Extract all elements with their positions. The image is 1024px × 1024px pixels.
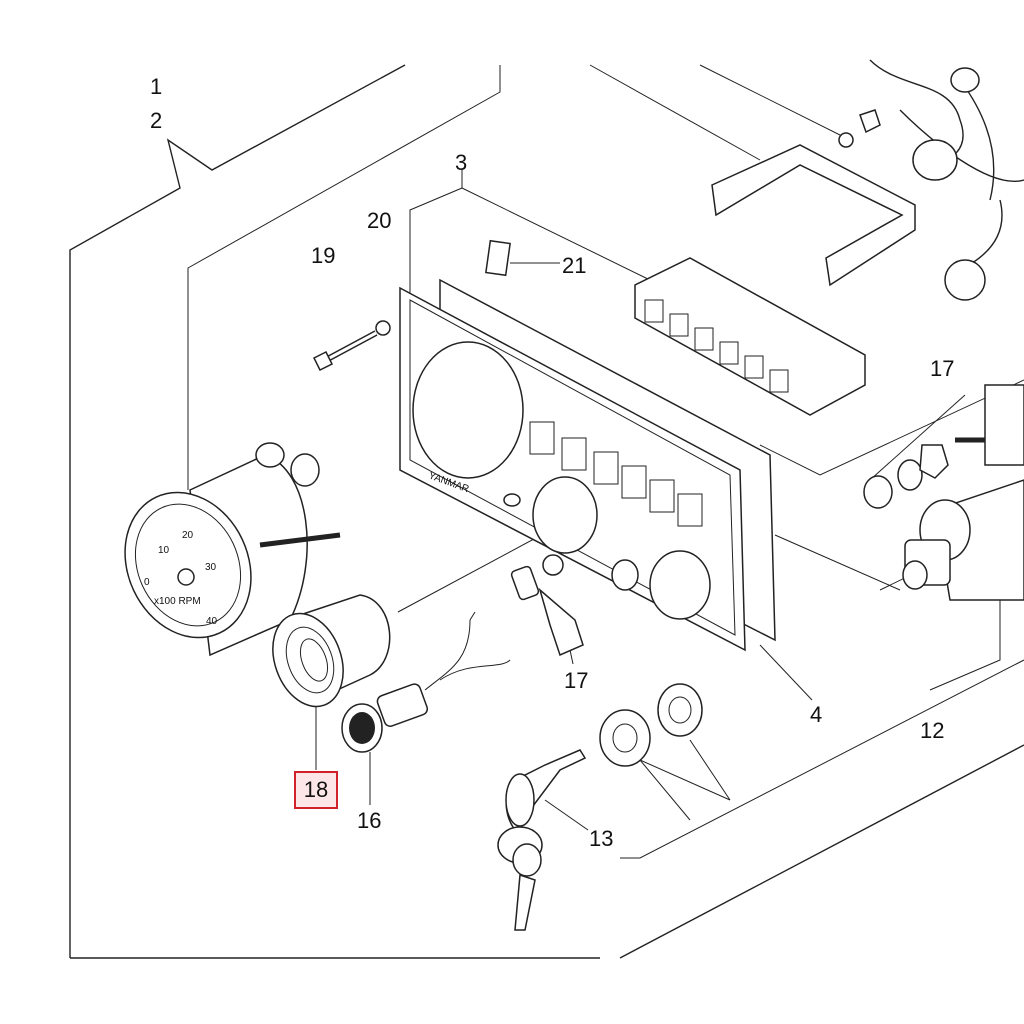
label-17-right: 17: [930, 356, 954, 381]
leader-nuts-b: [689, 739, 731, 801]
gauge-tick-20: 20: [182, 530, 194, 541]
panel-switch-hole: [649, 550, 711, 620]
washer-20: [375, 320, 391, 336]
leader-nuts: [639, 759, 731, 801]
buzzer-18: [272, 594, 391, 708]
panel-lamp-hole: [503, 493, 521, 507]
label-21: 21: [562, 253, 586, 278]
gauge-tick-40: 40: [206, 616, 218, 627]
frame-diagonal: [619, 744, 1024, 959]
label-12: 12: [920, 718, 944, 743]
assembly-frame: [69, 64, 406, 958]
leader-17b: [569, 649, 574, 665]
panel-inner-edge: [409, 299, 736, 636]
tachometer: 10 20 30 0 40 x100 RPM: [124, 442, 341, 657]
leader-panel-right: [774, 534, 901, 591]
leader-13: [544, 799, 589, 831]
lockwasher-17: [897, 459, 923, 491]
toggle-switch: [984, 384, 1024, 466]
bracket: [711, 144, 916, 287]
nut-top: [859, 109, 881, 134]
leader-17-r: [869, 394, 966, 481]
label-19: 19: [311, 243, 335, 268]
label-16: 16: [357, 808, 381, 833]
highlighted-part-label-18[interactable]: 18: [294, 771, 338, 809]
leader-17-right: [759, 379, 1024, 476]
keys-13: [497, 749, 587, 931]
label-4: 4: [810, 702, 822, 727]
gauge-unit: x100 RPM: [154, 596, 201, 607]
washer-top: [838, 132, 854, 148]
label-2: 2: [150, 108, 162, 133]
label-13: 13: [589, 826, 613, 851]
clip-21: [485, 239, 511, 277]
pilot-lamp-17: [510, 554, 584, 657]
nut-12a: [599, 709, 651, 767]
key-switch-16: [341, 611, 511, 753]
leader-4: [759, 644, 813, 701]
gauge-tick-0: 0: [144, 577, 150, 588]
label-1: 1: [150, 74, 162, 99]
label-17-center: 17: [564, 668, 588, 693]
leader-gauge: [187, 65, 501, 490]
leader-nut: [699, 64, 851, 141]
connector-low: [944, 259, 986, 301]
label-3: 3: [455, 150, 467, 175]
leader-12: [929, 590, 1001, 691]
panel-warning-lamps: [529, 421, 703, 527]
label-20: 20: [367, 208, 391, 233]
leader-3b: [461, 187, 651, 281]
nut-12b: [657, 683, 703, 737]
panel-key-hole: [611, 559, 639, 591]
connector-mid: [912, 139, 958, 181]
leader-12-bottom: [620, 659, 1024, 859]
relay-box-slots: [644, 299, 789, 393]
gauge-tick-30: 30: [205, 562, 217, 573]
nut-17: [919, 444, 949, 479]
washer-17: [863, 475, 893, 509]
connector-top: [950, 67, 980, 93]
leader-bracket: [589, 64, 761, 161]
screw-19: [312, 330, 378, 372]
relay-box: [634, 257, 866, 416]
wire-harness: [869, 59, 1024, 271]
leader-nuts-c: [639, 759, 691, 821]
main-switch-12: [902, 479, 1024, 601]
panel-gauge-hole: [412, 341, 524, 479]
gauge-tick-10: 10: [158, 545, 170, 556]
panel-buzzer-hole: [532, 476, 598, 554]
